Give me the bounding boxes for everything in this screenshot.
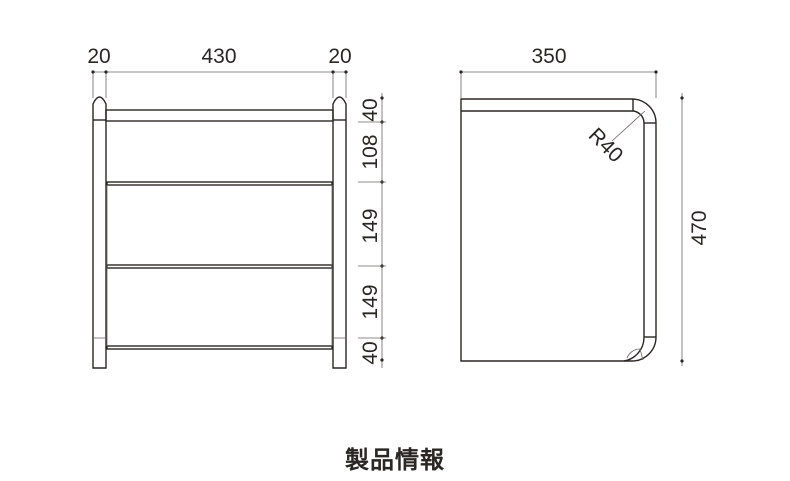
dim-height: 470 (688, 210, 711, 245)
side-panel-outline (460, 98, 657, 362)
top-board (105, 109, 334, 122)
right-post (332, 96, 347, 369)
dim-upper-space: 108 (359, 134, 382, 169)
side-view: R40 350 470 (459, 45, 711, 366)
dim-left-post: 20 (87, 45, 110, 68)
shelf-3 (106, 345, 333, 350)
caption: 製品情報 (345, 446, 445, 474)
shelf-2 (106, 264, 333, 269)
shelf-1 (106, 181, 333, 186)
radius-label: R40 (584, 124, 628, 168)
dim-depth: 350 (531, 45, 566, 68)
left-post (92, 96, 107, 369)
dim-inner-width: 430 (201, 45, 236, 68)
dim-lower-space: 149 (359, 284, 382, 319)
front-view: 20 430 20 40 108 149 149 40 (87, 45, 386, 369)
dim-middle-space: 149 (359, 208, 382, 243)
dim-bottom: 40 (359, 341, 382, 364)
dim-right-post: 20 (328, 45, 351, 68)
dim-top: 40 (359, 98, 382, 121)
